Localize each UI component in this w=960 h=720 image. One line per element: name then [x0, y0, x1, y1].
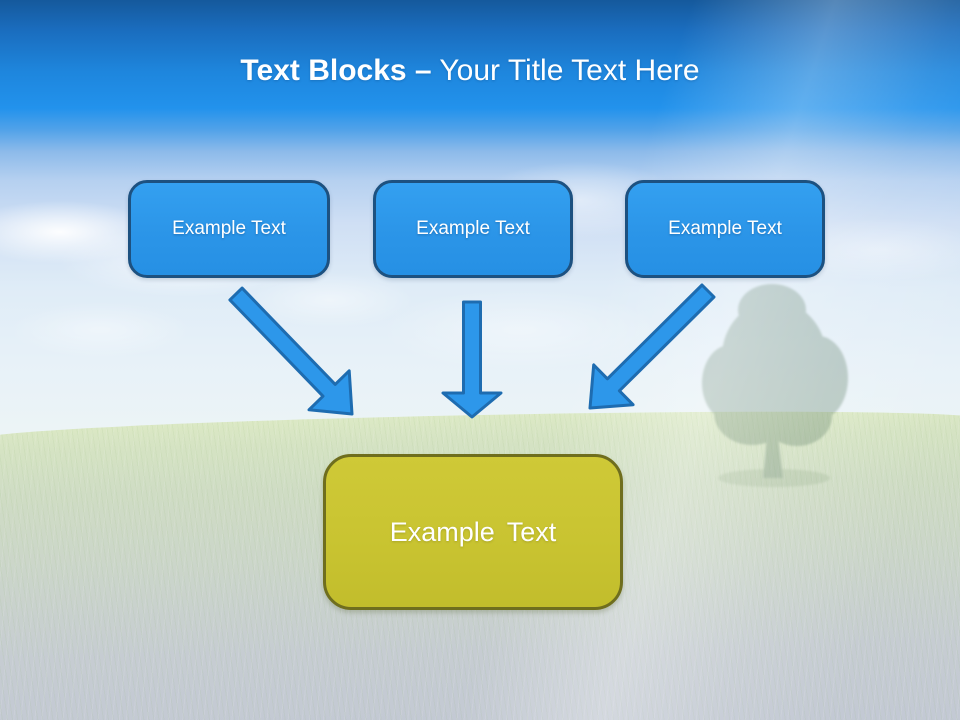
- text-block-3-label: Example Text: [668, 218, 782, 239]
- text-block-1-label: Example Text: [172, 218, 286, 239]
- text-block-2-label: Example Text: [416, 218, 530, 239]
- arrow-down-icon: [441, 300, 503, 419]
- text-block-3: Example Text: [625, 180, 825, 278]
- slide-title-regular: Your Title Text Here: [439, 54, 700, 87]
- text-block-1: Example Text: [128, 180, 330, 278]
- slide-title: Text Blocks – Your Title Text Here: [0, 53, 940, 89]
- tree-image: [702, 284, 848, 487]
- arrow-down-right-icon: [228, 286, 354, 416]
- slide-title-bold: Text Blocks –: [240, 54, 432, 87]
- text-block-2: Example Text: [373, 180, 573, 278]
- result-block: Example Text: [323, 454, 623, 610]
- result-block-label: Example Text: [389, 516, 557, 547]
